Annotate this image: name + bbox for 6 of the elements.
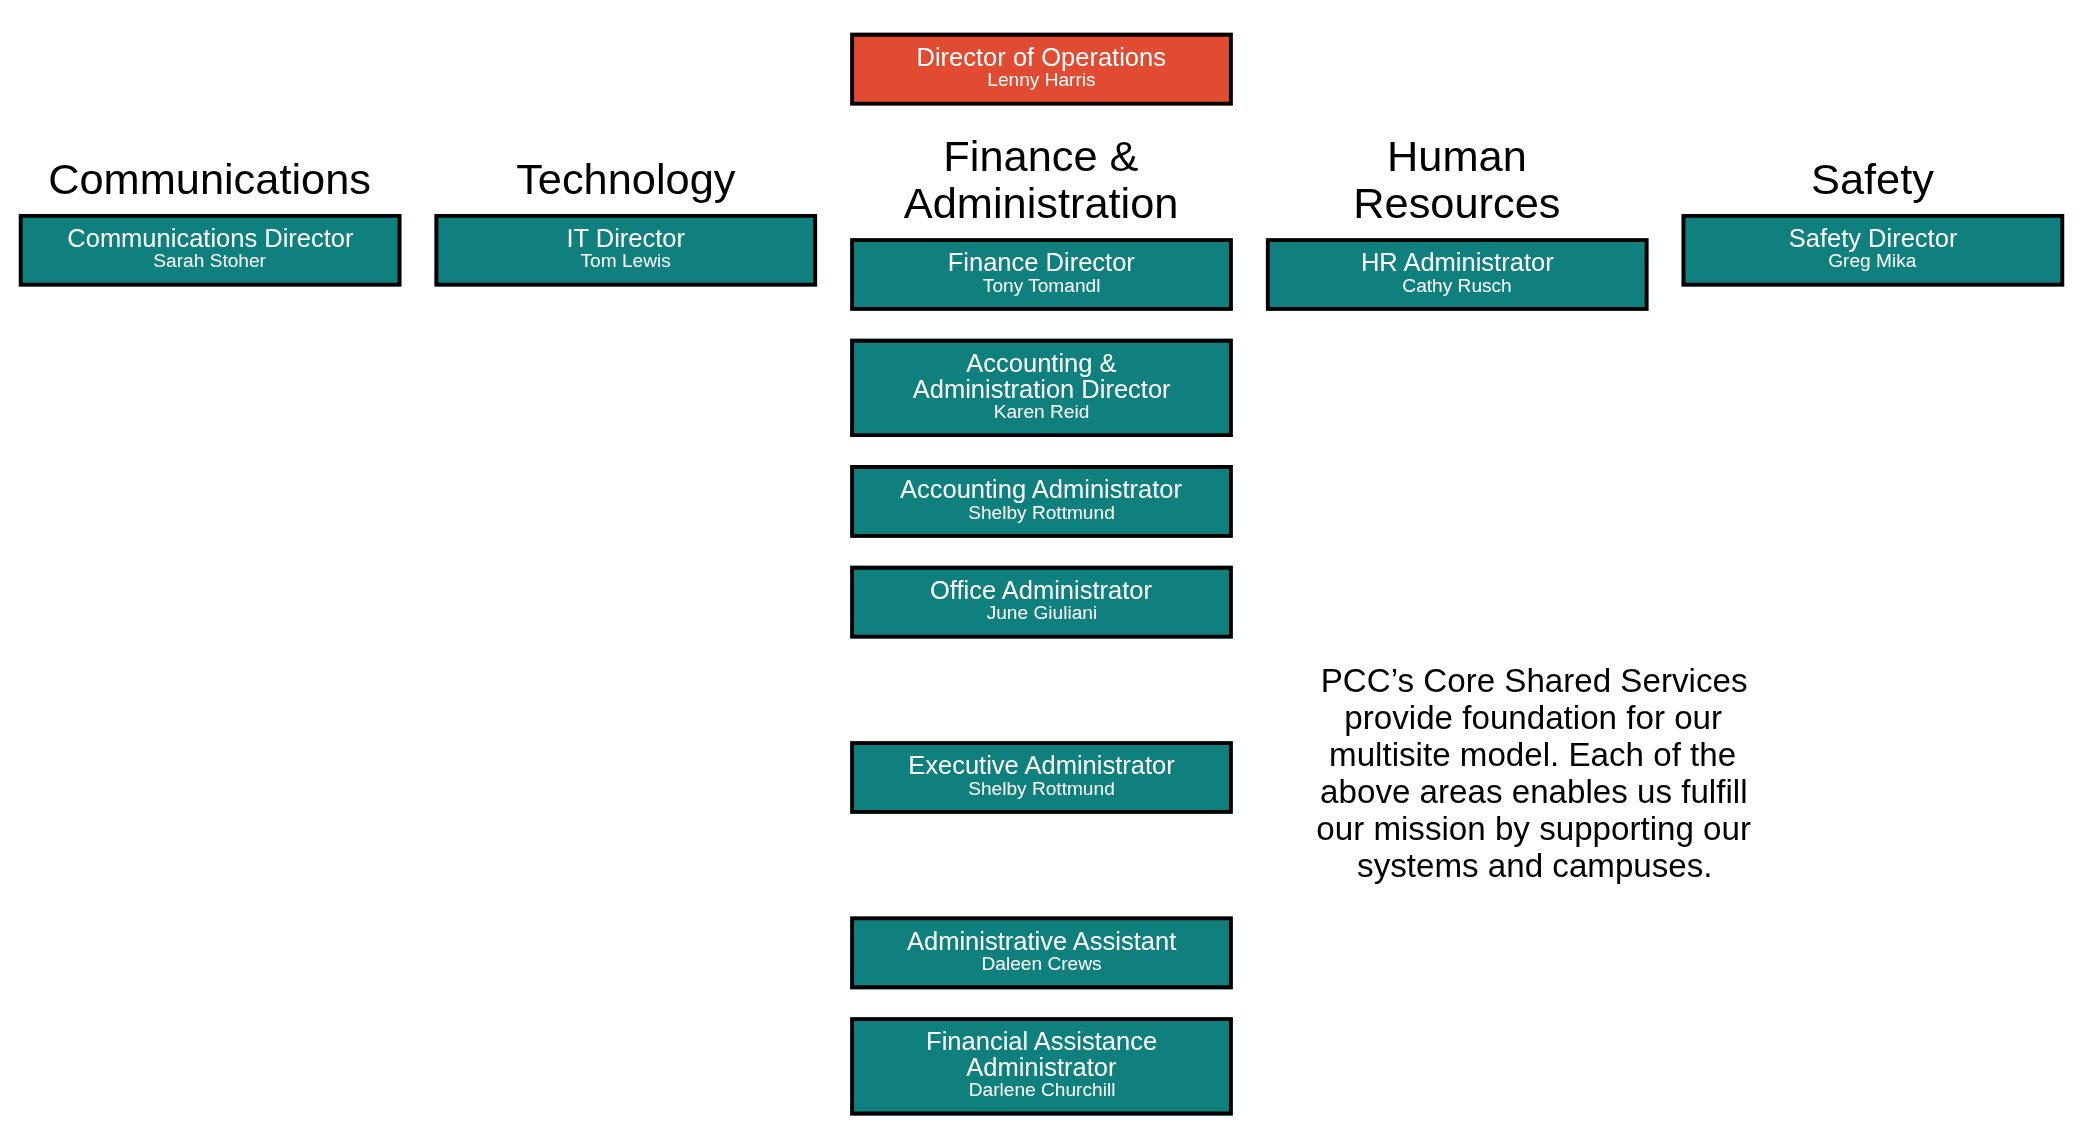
node-label: Safety: [1811, 154, 1934, 203]
label: PCC’s Core Shared Services provide foundation for our multisite model. Each of the above areas enables us fulfill our mission by supporting our systems and campuses.: [1316, 662, 1752, 885]
node-label: Technology: [516, 154, 736, 203]
node-label: Communications: [48, 154, 371, 203]
node-label: Finance & Administration: [903, 131, 1179, 227]
node-label: Human Resources: [1353, 131, 1561, 227]
